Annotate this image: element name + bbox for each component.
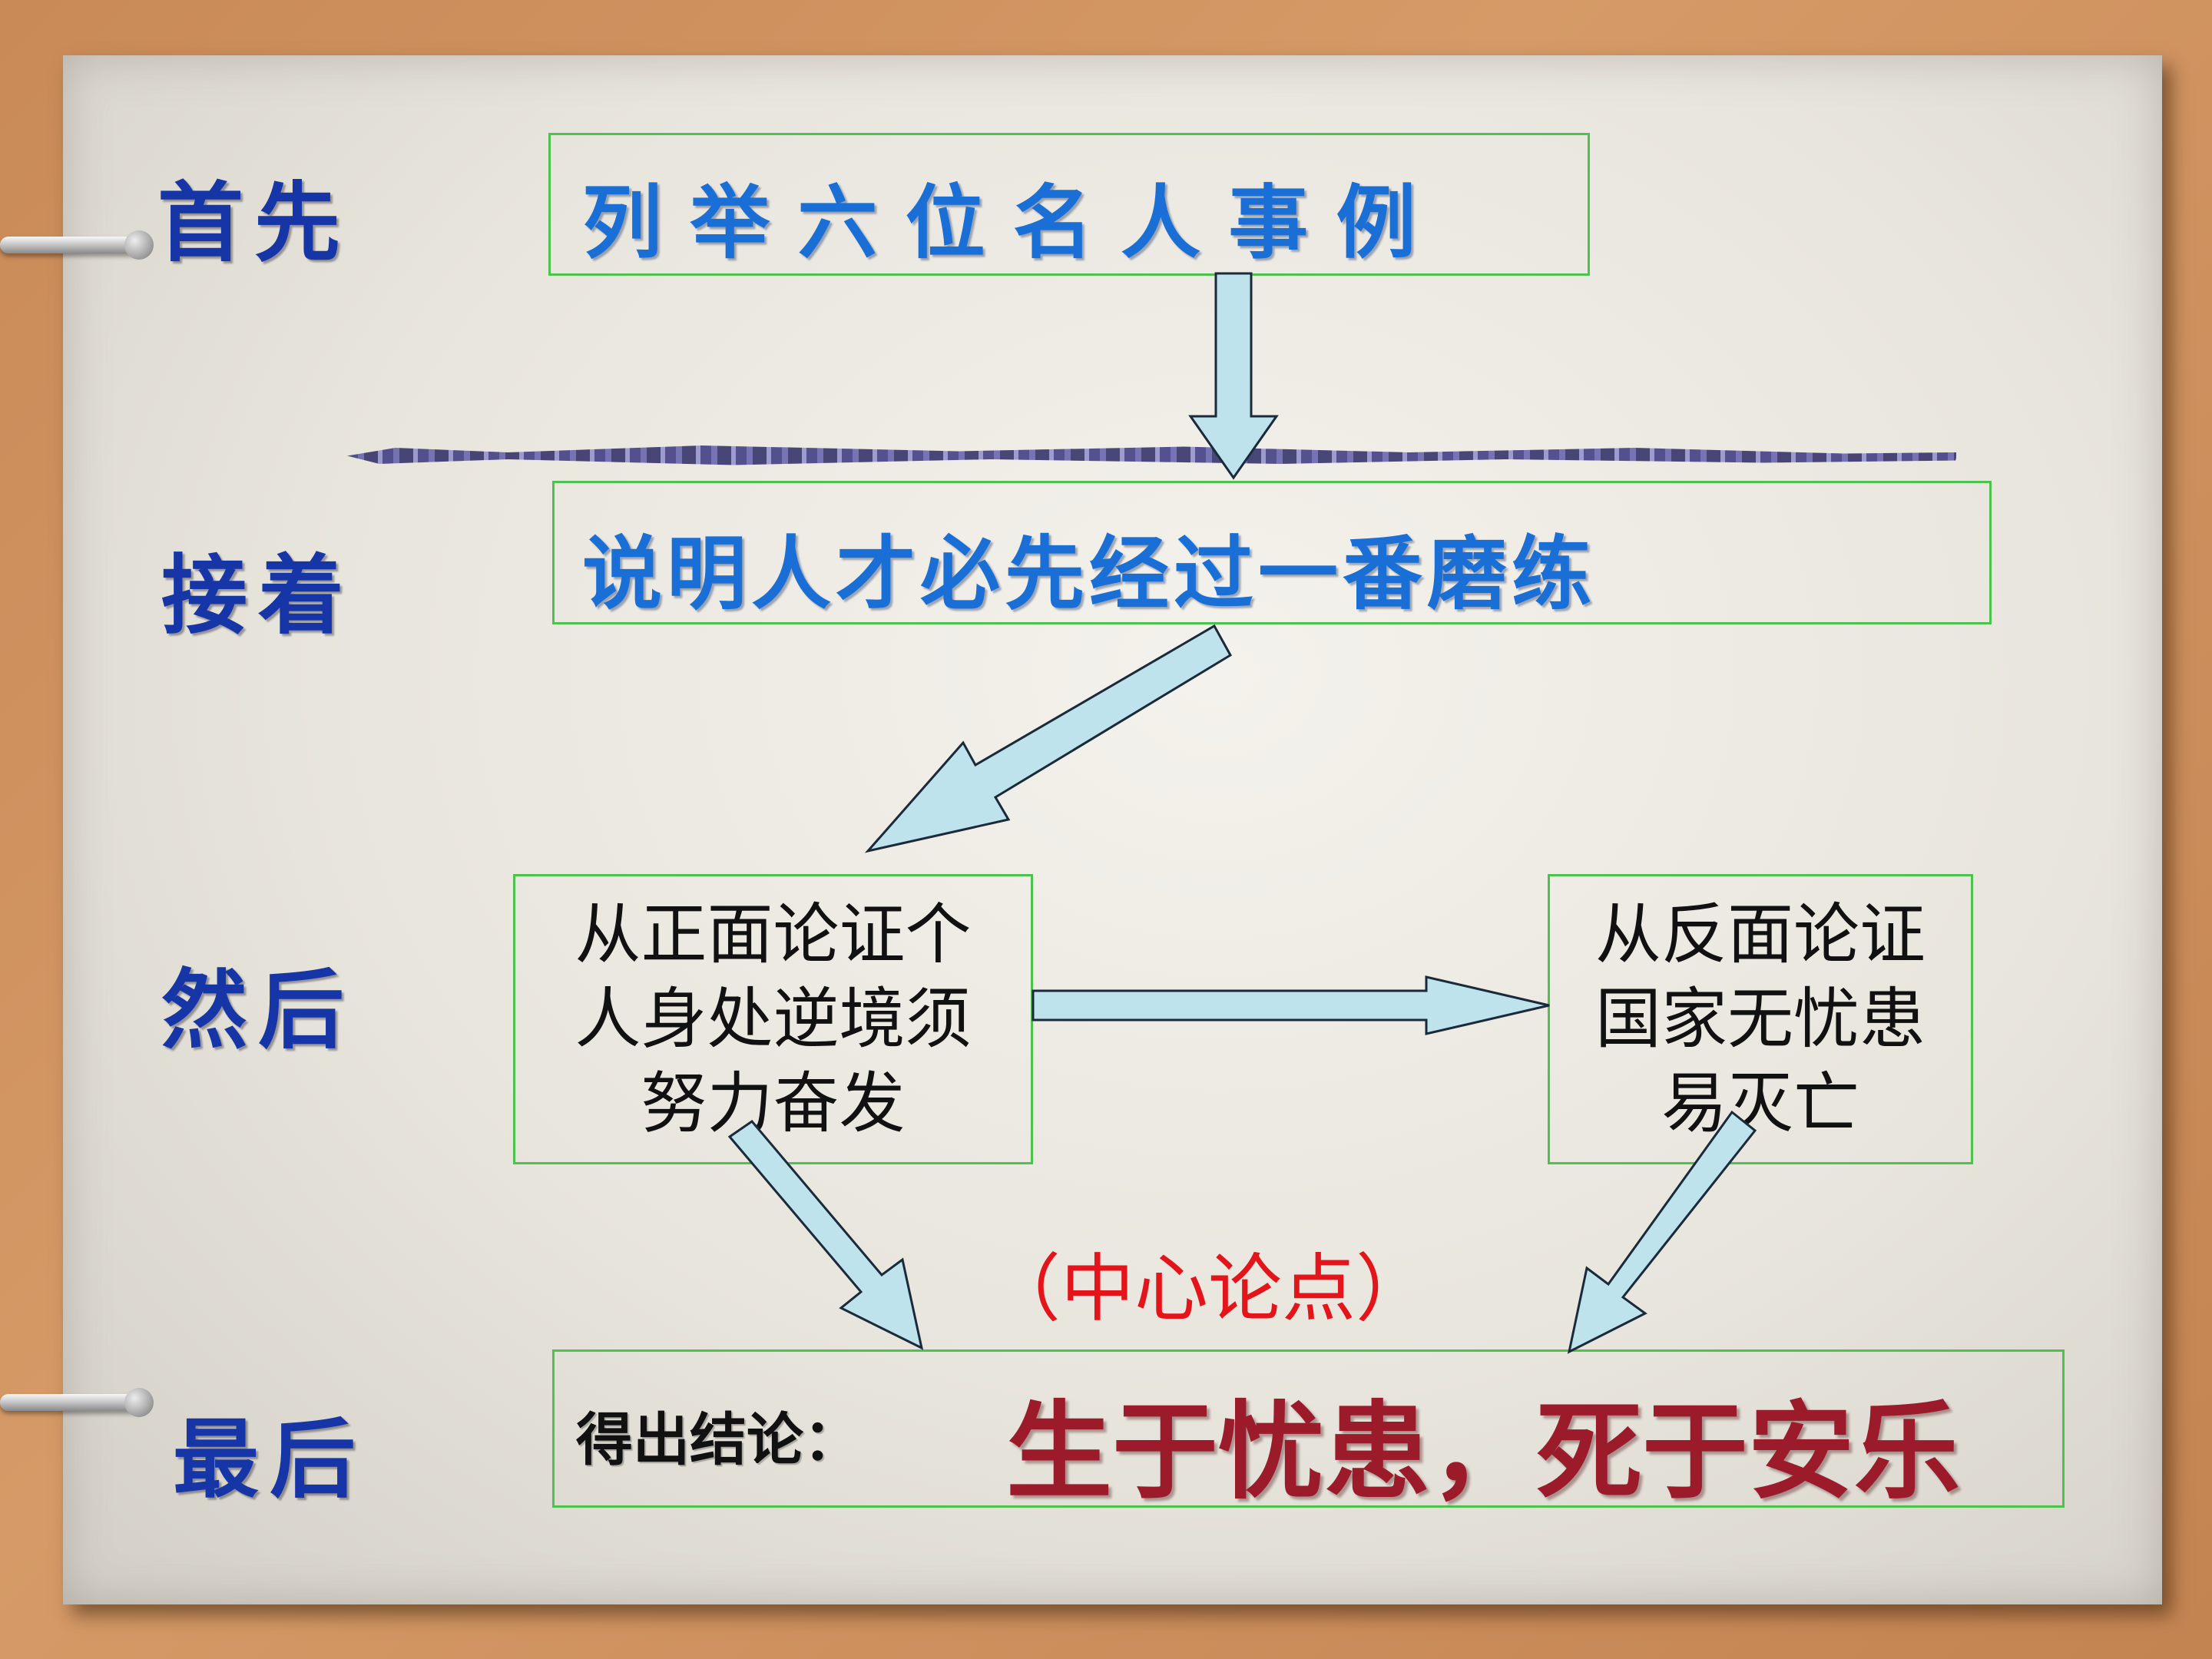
node-negative-line-2: 国家无忧患 bbox=[1595, 981, 1926, 1058]
node-positive-text: 从正面论证个 人身处逆境须 努力奋发 bbox=[513, 892, 1033, 1146]
node-negative-line-1: 从反面论证 bbox=[1595, 896, 1926, 973]
binder-ring-top bbox=[0, 230, 154, 260]
arrow-explain-to-positive bbox=[864, 624, 1233, 853]
node-box-examples bbox=[548, 133, 1590, 276]
label-then: 然后 bbox=[161, 960, 355, 1061]
arrow-positive-to-negative bbox=[1031, 975, 1550, 1035]
node-positive-line-3: 努力奋发 bbox=[641, 1065, 906, 1142]
arrow-positive-to-conclusion bbox=[727, 1119, 924, 1350]
node-box-explain bbox=[552, 481, 1992, 624]
label-last: 最后 bbox=[173, 1409, 366, 1510]
node-positive-line-1: 从正面论证个 bbox=[575, 896, 972, 973]
node-box-conclusion bbox=[552, 1349, 2065, 1508]
conclusion-prefix: 得出结论： bbox=[576, 1407, 860, 1473]
node-negative-line-3: 易灭亡 bbox=[1661, 1065, 1859, 1142]
paper-background bbox=[63, 55, 2162, 1604]
node-explain-text: 说明人才必先经过一番磨练 bbox=[582, 526, 1597, 621]
central-point-label: （中心论点） bbox=[987, 1246, 1429, 1332]
node-negative-text: 从反面论证 国家无忧患 易灭亡 bbox=[1548, 892, 1973, 1146]
label-next: 接着 bbox=[161, 545, 355, 646]
node-positive-line-2: 人身处逆境须 bbox=[575, 981, 972, 1058]
arrow-examples-to-explain bbox=[1188, 272, 1279, 480]
node-box-negative bbox=[1548, 874, 1973, 1164]
arrow-negative-to-conclusion bbox=[1567, 1110, 1757, 1354]
binder-ring-bottom bbox=[0, 1388, 154, 1417]
conclusion-text: 生于忧患，死于安乐 bbox=[1006, 1390, 1961, 1514]
node-examples-text: 列 举 六 位 名 人 事 例 bbox=[582, 175, 1416, 270]
label-first: 首先 bbox=[157, 173, 351, 273]
